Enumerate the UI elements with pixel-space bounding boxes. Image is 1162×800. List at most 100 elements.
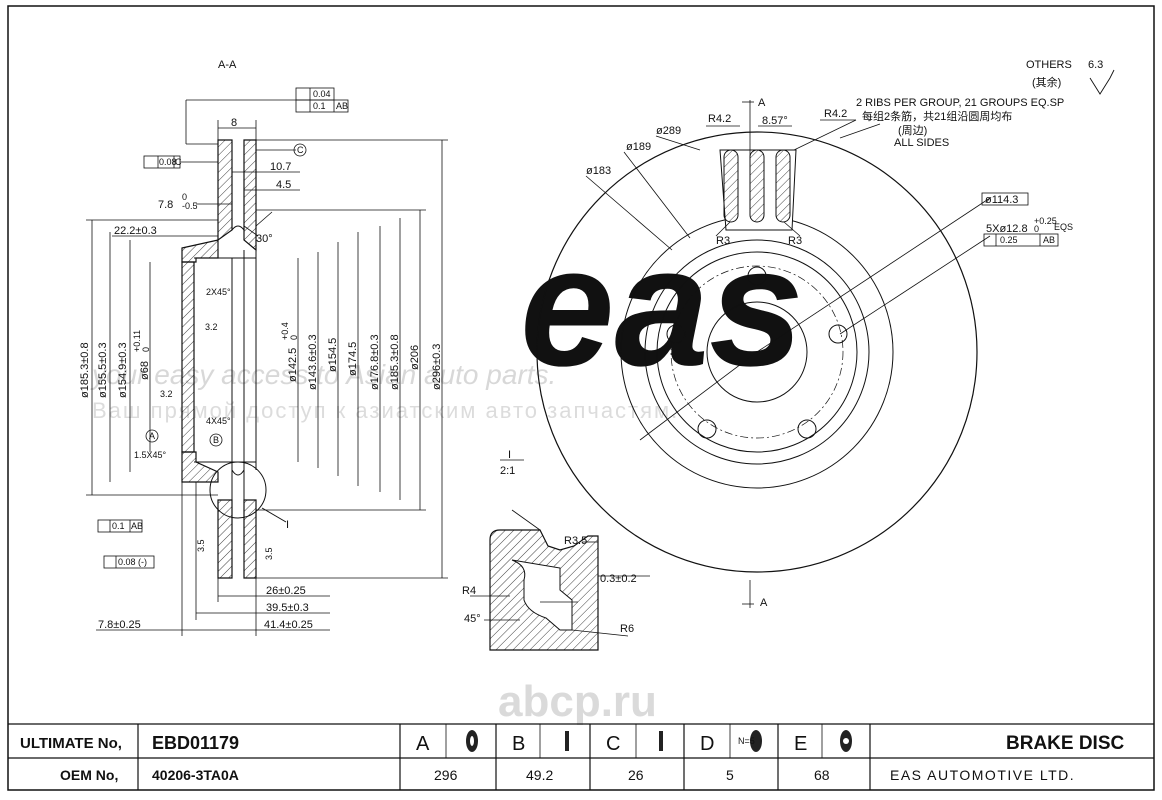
bolt-hole-1 [747,266,767,286]
svg-text:AB: AB [1043,235,1055,245]
svg-text:2:1: 2:1 [500,465,515,477]
svg-text:3.5: 3.5 [196,539,206,552]
center-bore [706,301,808,403]
col-b-letter: B [512,733,525,755]
svg-text:ø296±0.3: ø296±0.3 [431,344,443,390]
front-view [536,100,991,608]
title-block-texts: ULTIMATE No, EBD01179 OEM No, 40206-3TA0… [20,733,1125,783]
svg-text:+0.4: +0.4 [280,322,290,340]
svg-text:0.1: 0.1 [112,521,125,531]
title-block [8,723,1154,790]
svg-text:ø155.5±0.3: ø155.5±0.3 [97,342,109,398]
disc-width-icon [565,731,569,751]
col-e-value: 68 [814,767,830,783]
watermark-abcp-logo: abcp.ru [498,677,657,726]
section-dim-texts: 8 10.7 4.5 7.8 0 -0.5 22.2±0.3 30° 2X45°… [79,117,443,631]
col-c-value: 26 [628,767,644,783]
svg-text:R4.2: R4.2 [824,108,847,120]
svg-text:A: A [760,597,768,609]
col-d-letter: D [700,733,714,755]
chamfer-1-5x45: 1.5X45° [134,450,167,460]
dim-7-8-top: 7.8 [158,199,173,211]
inboard-plate-bottom [243,499,257,579]
bolt-hole-2 [666,324,686,344]
svg-text:2 RIBS PER GROUP, 21 GROUPS EQ: 2 RIBS PER GROUP, 21 GROUPS EQ.SP [856,97,1064,109]
dim-26: 26±0.25 [266,585,306,597]
hub-wall [181,261,195,453]
drawing-frame [7,5,1155,791]
front-dim-texts: R4.2 R4.2 8.57° ø289 ø189 ø183 R3 R3 ø11… [586,97,1073,609]
svg-text:0.08: 0.08 [159,157,177,167]
hub-top [181,239,219,263]
dim-10-7: 10.7 [270,161,291,173]
hat-inner [656,251,858,453]
svg-text:0.04: 0.04 [313,89,331,99]
oem-value: 40206-3TA0A [152,767,239,783]
svg-text:0: 0 [141,347,151,352]
svg-text:0.3±0.2: 0.3±0.2 [600,573,637,585]
dim-41-4: 41.4±0.25 [264,619,313,631]
svg-text:3.2: 3.2 [160,389,173,399]
svg-text:0.25: 0.25 [1000,235,1018,245]
hat-outer [644,239,870,465]
svg-text:R3: R3 [788,235,802,247]
svg-text:每组2条筋，共21组沿圆周均布: 每组2条筋，共21组沿圆周均布 [862,109,1012,123]
svg-text:ø206: ø206 [409,345,421,370]
section-label: A-A [218,59,237,71]
dim-7-8: 7.8±0.25 [98,619,141,631]
svg-text:A: A [149,431,155,441]
svg-text:(-): (-) [138,557,147,567]
svg-text:-0.5: -0.5 [182,201,198,211]
oem-label: OEM No, [60,767,118,783]
col-a-letter: A [416,733,430,755]
svg-text:ø114.3: ø114.3 [985,194,1018,206]
svg-text:0: 0 [182,192,187,202]
detail-ref: I [286,519,289,531]
svg-text:6.3: 6.3 [1088,59,1103,71]
tolerance-frames-section [97,87,349,569]
ultimate-value: EBD01179 [152,733,239,753]
notes: OTHERS 6.3 (其余) 2 RIBS PER GROUP, 21 GRO… [856,59,1115,149]
svg-text:ø142.5: ø142.5 [287,348,299,382]
svg-text:+0.25: +0.25 [1034,216,1057,226]
svg-text:ALL SIDES: ALL SIDES [894,137,949,149]
watermark-line-en: your easy access to Asian auto parts. [90,359,556,390]
svg-text:A: A [758,97,766,109]
bolt-hole-4 [697,419,717,439]
svg-text:I: I [508,449,511,461]
dim-22-2: 22.2±0.3 [114,225,157,237]
svg-text:8.57°: 8.57° [762,115,788,127]
svg-text:3.2: 3.2 [205,322,218,332]
svg-text:N=5: N=5 [738,736,755,746]
disc-thickness-icon [659,731,663,751]
holes-icon [750,730,762,752]
svg-text:R4.2: R4.2 [708,113,731,125]
watermark-logo-eas: eas [520,212,804,402]
dim-8: 8 [231,117,237,129]
col-c-letter: C [606,733,620,755]
chamfer-4x45: 4X45° [206,416,231,426]
tolerance-texts-section: 0.04 0.1 AB 0.08 C 0.1 AB 0.08 (-) C A B [112,89,348,567]
svg-text:R3.5: R3.5 [564,535,587,547]
watermark-line-ru: Ваш прямой доступ к азиатским авто запча… [92,398,679,423]
top-dim-lines [112,99,300,237]
position-frame [981,192,1059,247]
bolt-hole-3 [828,324,848,344]
dim-4-5: 4.5 [276,179,291,191]
col-a-value: 296 [434,767,458,783]
svg-text:ø189: ø189 [626,141,651,153]
detail-circle [209,461,267,519]
svg-text:OTHERS: OTHERS [1026,59,1072,71]
outboard-plate-bottom [217,499,233,579]
bolt-hole-5 [797,419,817,439]
svg-text:R4: R4 [462,585,476,597]
svg-text:0.1: 0.1 [313,101,326,111]
svg-text:ø154.5: ø154.5 [327,338,339,372]
svg-text:3.5: 3.5 [264,547,274,560]
section-view: A-A I [86,59,448,636]
svg-text:R3: R3 [716,235,730,247]
company-name: EAS AUTOMOTIVE LTD. [890,767,1075,783]
svg-text:AB: AB [131,521,143,531]
svg-text:0.08: 0.08 [118,557,136,567]
